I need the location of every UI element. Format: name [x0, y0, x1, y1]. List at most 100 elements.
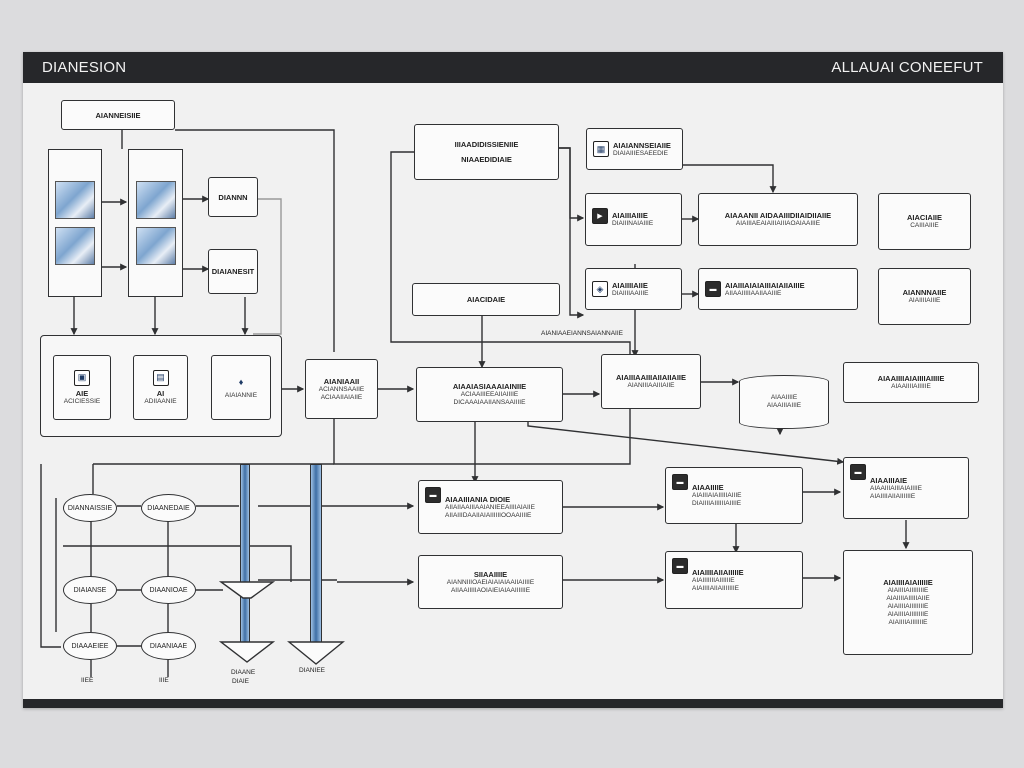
image-icon: ▣: [74, 369, 90, 386]
screenshot-thumbnail: [55, 227, 95, 265]
lower-box-2: SIIAAIIIIE AIANNIIIOAEIAIAIAIAAIIAIIIIE …: [418, 555, 563, 609]
image-icon: ▤: [152, 369, 169, 386]
window-group-2: [128, 149, 183, 297]
card-d-line-4: AIAIIIIAIIIIIIIIE: [887, 611, 929, 618]
hub-line-2: ACIAAIIAIAIIE: [320, 393, 363, 401]
card-a-line-1: AIAIIIAIAIIIIIAIIIE: [692, 492, 742, 499]
right-top-card-title: AIAIANNSEIAIIE: [613, 140, 671, 150]
bottom-label-2: IIIE: [159, 677, 169, 684]
panel-item-2-title: AI: [156, 388, 165, 398]
screenshot-thumbnail: [135, 227, 176, 265]
row1-card-1-text: DIAIIINAIAIIIE: [612, 220, 654, 227]
header-right-title: ALLAUAI CONEEFUT: [831, 59, 983, 76]
left-mid-box-2-label: DIAIANESIT: [211, 267, 255, 276]
row2-card-2-text: AIIAAIIIIIAAIIAAIIIE: [725, 289, 782, 297]
terminal-icon: ▶: [592, 208, 608, 224]
row1-card-3-text: CAIIIAIIIE: [910, 222, 939, 229]
arrowhead-shape: [287, 641, 345, 665]
lower-box-2-line-1: AIANNIIIOAEIAIAIAIAAIIAIIIIE: [446, 578, 535, 586]
card-d: AIAIIIIAIAIIIIIE AIAIIIIAIIIIIIIIE AIAII…: [843, 550, 973, 655]
card-d-line-5: AIAIIIIAIIIIIIIE: [888, 619, 928, 626]
header-bar: DIANESION ALLAUAI CONEEFUT: [23, 52, 1003, 83]
lower-box-1: ▬ AIAAIIIANIA DIOIE AIIAIIAAIIIAAIANIEEA…: [418, 480, 563, 534]
ellipse-node-4: DIAANIOAE: [141, 576, 196, 604]
row2-card-3-title: AIANNNAIIE: [902, 288, 947, 297]
panel-item-2-text: ADIIAANIE: [144, 397, 177, 405]
row1-card-2: AIAAANII AIDAAIIIDIIAIDIIAIIE AIAIIIAEAI…: [698, 193, 858, 246]
panel-item-1-text: ACICIESSIE: [63, 397, 101, 405]
row2-card-2-title: AIAIIIAIAIAIIIAIAIIAIIIE: [725, 280, 805, 290]
right-mid-text: AIANIIIAAIIIAIIE: [627, 382, 675, 389]
funnel-shape: [219, 581, 275, 663]
connector-lines: [40, 129, 910, 677]
right-banner-title: AIAAIIIIAIAIIIIAIIIIE: [877, 374, 945, 383]
process-line-2: DICAAAIAAIIANSAAIIIIE: [453, 399, 526, 406]
screenshot-thumbnail: [135, 181, 176, 219]
left-mid-box-1: DIANNN: [208, 177, 258, 217]
card-b-line-2: AIAIIIIAIIAIIIIIIE: [870, 492, 916, 500]
row2-card-3: AIANNNAIIE AIAIIIIAIIIE: [878, 268, 971, 325]
left-top-label: AIANNEISIIE: [95, 110, 141, 120]
header-left-title: DIANESION: [42, 59, 127, 76]
left-mid-box-2: DIAIANESIT: [208, 249, 258, 294]
ellipse-node-2: DIAANEDAIE: [141, 494, 196, 522]
ellipse-node-6: DIAANIAAE: [141, 632, 196, 660]
card-c-title: AIAIIIIAIIAIIIIIE: [692, 567, 744, 577]
bottom-label-3: DIAANE: [231, 669, 256, 676]
card-c-line-2: AIAIIIIAIIAIIIIIIIE: [692, 584, 739, 592]
bottom-label-1: IIEE: [81, 677, 94, 684]
bottom-label-5: DIANIEE: [299, 667, 326, 674]
right-mid-box: AIAIIIAAIIIAIIAIIAIIE AIANIIIAAIIIAIIE: [601, 354, 701, 409]
card-a-line-2: DIAIIIIAIIIIIIAIIIIE: [692, 500, 742, 507]
ellipse-node-5: DIAAAEIEE: [63, 632, 117, 660]
card-b: ▬ AIAAIIIAIE AIAAIIIAIIIAIAIIIIE AIAIIII…: [843, 457, 969, 519]
left-mid-box-1-label: DIANNN: [218, 192, 248, 202]
row1-card-1-title: AIAIIIAIIIE: [612, 211, 648, 220]
pin-icon: ♦: [238, 377, 244, 387]
hub-line-1: ACIANNSAAIIE: [318, 385, 365, 393]
right-banner: AIAAIIIIAIAIIIIAIIIIE AIAAIIIIAIIIIIE: [843, 362, 979, 403]
row2-card-2: ▬ AIAIIIAIAIAIIIAIAIIAIIIE AIIAAIIIIIAAI…: [698, 268, 858, 310]
card-c-line-1: AIAIIIIIIIAIIIIIIE: [692, 576, 735, 584]
terminal-icon: ▬: [705, 281, 721, 297]
bottom-label-4: DIAIE: [232, 678, 249, 685]
left-top-label-box: AIANNEISIIE: [61, 100, 175, 130]
row2-card-1-text: DIAIIIIAAIIIE: [612, 289, 649, 297]
lower-box-1-title: AIAAIIIANIA DIOIE: [445, 494, 511, 504]
row1-card-2-text: AIAIIIAEAIAIIIAIIIAOAIAAIIIE: [735, 220, 821, 227]
wire-label: AIANIAAEIANNSAIANNAIIE: [541, 330, 623, 337]
screenshot-thumbnail: [55, 181, 95, 219]
row1-card-2-title: AIAAANII AIDAAIIIDIIAIDIIAIIE: [724, 211, 832, 220]
right-banner-text: AIAAIIIIAIIIIIE: [891, 383, 931, 390]
center-top-line-2: NIAAEDIDIAIE: [461, 155, 512, 164]
footer-bar: [23, 699, 1003, 708]
right-top-card: ▦ AIAIANNSEIAIIE DIAIAIIIESAEEDIE: [586, 128, 683, 170]
row2-card-1: ◈ AIAIIIIAIIE DIAIIIIAAIIIE: [585, 268, 682, 310]
app-icon: ◈: [592, 281, 608, 297]
diagram-sheet: DIANESION ALLAUAI CONEEFUT: [23, 52, 1003, 708]
panel-item-3: ♦ AIAIANNIE: [211, 355, 271, 420]
ellipse-node-1: DIANNAISSIE: [63, 494, 117, 522]
card-d-title: AIAIIIIAIAIIIIIE: [883, 578, 933, 587]
right-mid-title: AIAIIIAAIIIAIIAIIAIIE: [615, 373, 686, 382]
panel-item-2: ▤ AI ADIIAANIE: [133, 355, 188, 420]
lower-box-2-title: SIIAAIIIIE: [473, 569, 508, 579]
process-title: AIAAIASIAAAIAINIIE: [452, 382, 527, 391]
row2-card-3-text: AIAIIIIAIIIE: [908, 297, 941, 304]
card-c: ▬ AIAIIIIAIIAIIIIIE AIAIIIIIIIAIIIIIIE A…: [665, 551, 803, 609]
terminal-icon: ▬: [672, 474, 688, 490]
database-cylinder: AIAAIIIIE AIAAIIIAIIIE: [739, 375, 829, 429]
card-d-line-1: AIAIIIIAIIIIIIIIE: [887, 587, 929, 594]
center-top-line-1: IIIAADIDISSIENIIE: [454, 140, 519, 149]
terminal-icon: ▬: [850, 464, 866, 480]
center-mid-box: AIACIDAIE: [412, 283, 560, 316]
card-d-line-3: AIAIIIIAIIIIIIIIE: [887, 603, 929, 610]
panel-item-1: ▣ AIE ACICIESSIE: [53, 355, 111, 420]
lower-box-1-line-2: AIIAIIIDAAIIAIAIIIIIIOOAAIIIIE: [445, 511, 532, 519]
panel-item-1-title: AIE: [75, 388, 89, 398]
hub-title: AIANIAAII: [323, 376, 360, 386]
lower-box-1-line-1: AIIAIIAAIIIAAIANIEEAIIIIAIAIIE: [445, 503, 535, 511]
row1-card-3: AIACIAIIE CAIIIAIIIE: [878, 193, 971, 250]
pipeline-pillar-2: [310, 464, 322, 649]
process-line-1: ACIAAIIIEEAIIAIIIIE: [460, 391, 519, 398]
